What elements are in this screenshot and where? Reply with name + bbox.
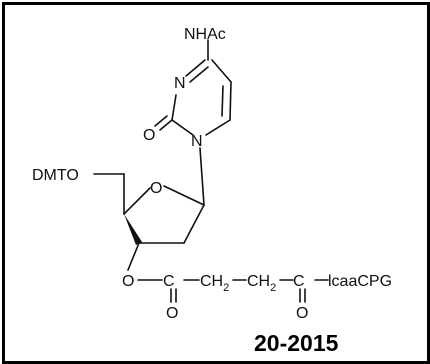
label-ch2-first: CH2 bbox=[200, 273, 229, 294]
bond-n3-c4-double bbox=[189, 66, 209, 83]
bond-n1-c2 bbox=[171, 119, 194, 136]
label-nhac: NHAc bbox=[184, 26, 226, 43]
label-c-amide: C bbox=[293, 273, 305, 290]
bond-c2prime-c1prime bbox=[183, 204, 205, 244]
wedge-c4prime-c3prime bbox=[124, 214, 142, 245]
label-o2: O bbox=[143, 127, 155, 144]
bond-c6-n1 bbox=[205, 119, 231, 136]
label-ch2-second: CH2 bbox=[247, 273, 276, 294]
label-lcaa-cpg: lcaaCPG bbox=[328, 273, 392, 290]
label-o-ester: O bbox=[166, 305, 178, 322]
label-o-amide: O bbox=[296, 305, 308, 322]
bond-c3prime-o3prime bbox=[127, 242, 140, 271]
label-n3: N bbox=[174, 75, 186, 92]
label-dmto: DMTO bbox=[32, 167, 79, 184]
bond-c2-n3 bbox=[171, 94, 177, 121]
bond-c4-c5 bbox=[211, 59, 232, 83]
label-n1: N bbox=[191, 133, 203, 150]
bond-c5-c6 bbox=[229, 81, 232, 121]
bond-c2-o2-a bbox=[159, 119, 173, 131]
catalog-number: 20-2015 bbox=[254, 330, 339, 356]
label-o3prime: O bbox=[122, 273, 134, 290]
bond-c2-o2-b bbox=[154, 115, 168, 127]
label-ring-o: O bbox=[150, 180, 162, 197]
label-c-ester: C bbox=[163, 273, 175, 290]
bond-c5-c6-double bbox=[221, 85, 224, 117]
bond-o4-c4prime bbox=[123, 187, 151, 215]
bond-n1-c1prime bbox=[199, 147, 205, 206]
bond-c1prime-o4 bbox=[163, 185, 205, 206]
bond-n3-c4 bbox=[185, 59, 206, 77]
